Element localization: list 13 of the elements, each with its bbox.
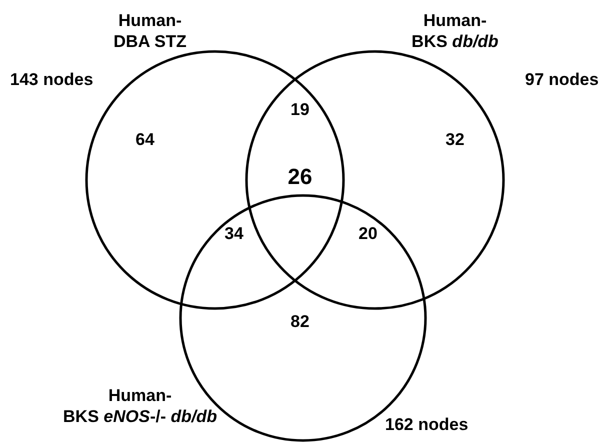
- region-count: 20: [358, 224, 378, 244]
- set-title: Human- BKS eNOS-/- db/db: [63, 385, 217, 427]
- region-count: 82: [290, 312, 310, 332]
- node-count: 143 nodes: [10, 70, 94, 90]
- region-count: 34: [224, 224, 244, 244]
- node-count: 162 nodes: [385, 415, 468, 435]
- region-count: 32: [446, 130, 464, 150]
- region-count: 26: [288, 164, 312, 190]
- region-count: 19: [290, 100, 310, 120]
- set-title: Human- DBA STZ: [113, 10, 187, 52]
- node-count: 97 nodes: [525, 70, 599, 90]
- set-title: Human- BKS db/db: [412, 10, 498, 52]
- region-count: 64: [136, 130, 154, 150]
